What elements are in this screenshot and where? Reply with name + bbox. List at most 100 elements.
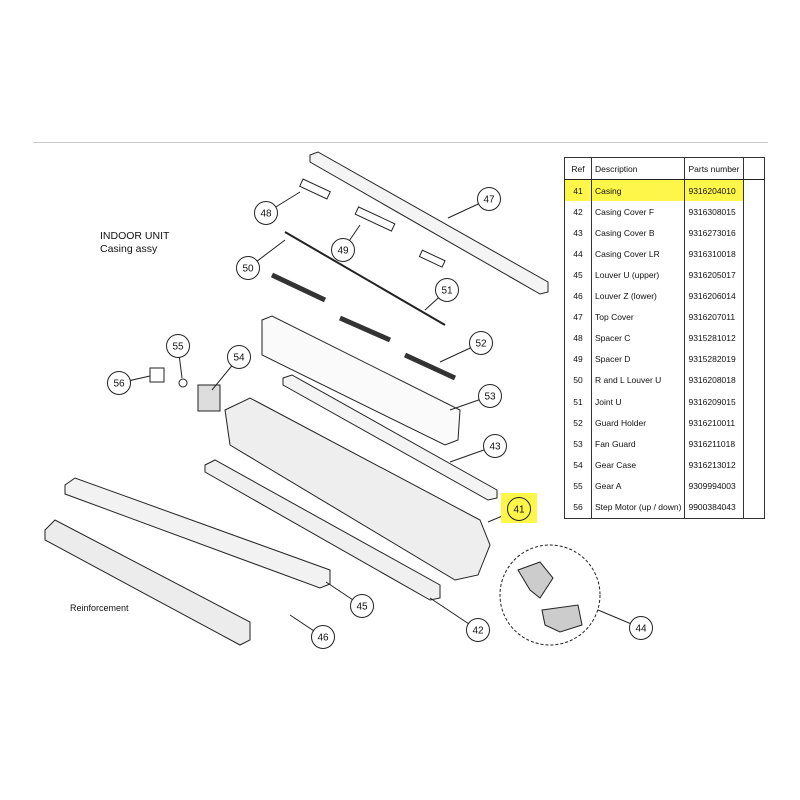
callout-49: 49 xyxy=(331,238,355,262)
part-number-cell: 9316205017 xyxy=(684,264,745,286)
callout-53: 53 xyxy=(478,384,502,408)
blank-cell xyxy=(743,327,766,349)
header-ref: Ref xyxy=(564,156,592,181)
blank-cell xyxy=(743,243,766,265)
part-drawings xyxy=(44,151,601,646)
ref-cell: 47 xyxy=(564,306,592,328)
header-description: Description xyxy=(591,156,686,181)
part-number-cell: 9316204010 xyxy=(684,179,745,202)
callout-label: 46 xyxy=(317,633,329,644)
title-unit: INDOOR UNIT xyxy=(100,230,170,242)
callout-circle xyxy=(466,618,490,642)
blank-cell xyxy=(743,433,766,455)
ref-cell: 48 xyxy=(564,327,592,349)
fan-guard xyxy=(261,315,461,446)
callout-circle xyxy=(331,238,355,262)
casing-cover-f xyxy=(204,459,441,601)
callout-43: 43 xyxy=(483,434,507,458)
blank-cell xyxy=(743,348,766,370)
ref-cell: 56 xyxy=(564,496,592,519)
callout-label: 43 xyxy=(489,442,501,453)
description-cell: Joint U xyxy=(591,391,686,413)
part-number-cell: 9309994003 xyxy=(684,475,745,497)
callout-52: 52 xyxy=(469,331,493,355)
description-cell: Spacer C xyxy=(591,327,686,349)
description-cell: Casing Cover LR xyxy=(591,243,686,265)
divider xyxy=(33,142,768,143)
blank-cell xyxy=(743,454,766,476)
blank-cell xyxy=(743,475,766,497)
spacer-c xyxy=(299,178,331,200)
header-parts-number: Parts number xyxy=(684,156,745,181)
part-number-cell: 9316206014 xyxy=(684,285,745,307)
casing xyxy=(224,397,491,581)
callout-label: 50 xyxy=(242,264,254,275)
callout-label: 44 xyxy=(635,624,647,635)
description-cell: Gear A xyxy=(591,475,686,497)
callout-circle xyxy=(629,616,653,640)
blank-cell xyxy=(743,496,766,519)
callout-48: 48 xyxy=(254,201,278,225)
callout-54: 54 xyxy=(227,345,251,369)
callout-42: 42 xyxy=(466,618,490,642)
callout-circle xyxy=(478,384,502,408)
callout-label: 54 xyxy=(233,353,245,364)
callout-label: 53 xyxy=(484,392,496,403)
spacer-d xyxy=(354,206,396,232)
ref-cell: 46 xyxy=(564,285,592,307)
ref-cell: 50 xyxy=(564,369,592,392)
callout-label: 41 xyxy=(513,505,525,516)
callout-label: 51 xyxy=(441,286,453,297)
ref-cell: 41 xyxy=(564,179,592,202)
blank-cell xyxy=(743,306,766,328)
part-number-cell: 9316207011 xyxy=(684,306,745,328)
gear-case xyxy=(197,384,221,412)
casing-cover-lr-2 xyxy=(541,604,583,633)
callout-50: 50 xyxy=(236,256,260,280)
callout-label: 48 xyxy=(260,209,272,220)
callout-circle xyxy=(166,334,190,358)
louver-u xyxy=(64,477,331,589)
ref-cell: 53 xyxy=(564,433,592,455)
description-cell: Louver Z (lower) xyxy=(591,285,686,307)
part-number-cell: 9316308015 xyxy=(684,201,745,223)
description-cell: Top Cover xyxy=(591,306,686,328)
top-cover xyxy=(309,151,549,295)
callout-label: 49 xyxy=(337,246,349,257)
title-assy: Casing assy xyxy=(100,243,158,255)
casing-cover-lr-1 xyxy=(517,561,554,599)
callout-circle xyxy=(507,497,531,521)
callout-circle xyxy=(236,256,260,280)
blank-cell xyxy=(743,391,766,413)
callout-circle xyxy=(477,187,501,211)
callout-51: 51 xyxy=(435,278,459,302)
guard-holders xyxy=(270,272,457,381)
callout-circle xyxy=(435,278,459,302)
callout-circle xyxy=(227,345,251,369)
callout-label: 42 xyxy=(472,626,484,637)
callout-46: 46 xyxy=(311,625,335,649)
description-cell: Spacer D xyxy=(591,348,686,370)
gear-a xyxy=(178,378,188,388)
callout-circle xyxy=(483,434,507,458)
ref-cell: 54 xyxy=(564,454,592,476)
part-number-cell: 9316310018 xyxy=(684,243,745,265)
callout-circle xyxy=(107,371,131,395)
ref-cell: 49 xyxy=(564,348,592,370)
description-cell: Step Motor (up / down) xyxy=(591,496,686,519)
callout-label: 47 xyxy=(483,195,495,206)
joint-u xyxy=(284,231,446,326)
part-number-cell: 9316208018 xyxy=(684,369,745,392)
step-motor xyxy=(149,367,165,383)
blank-cell xyxy=(743,179,766,202)
ref-cell: 45 xyxy=(564,264,592,286)
